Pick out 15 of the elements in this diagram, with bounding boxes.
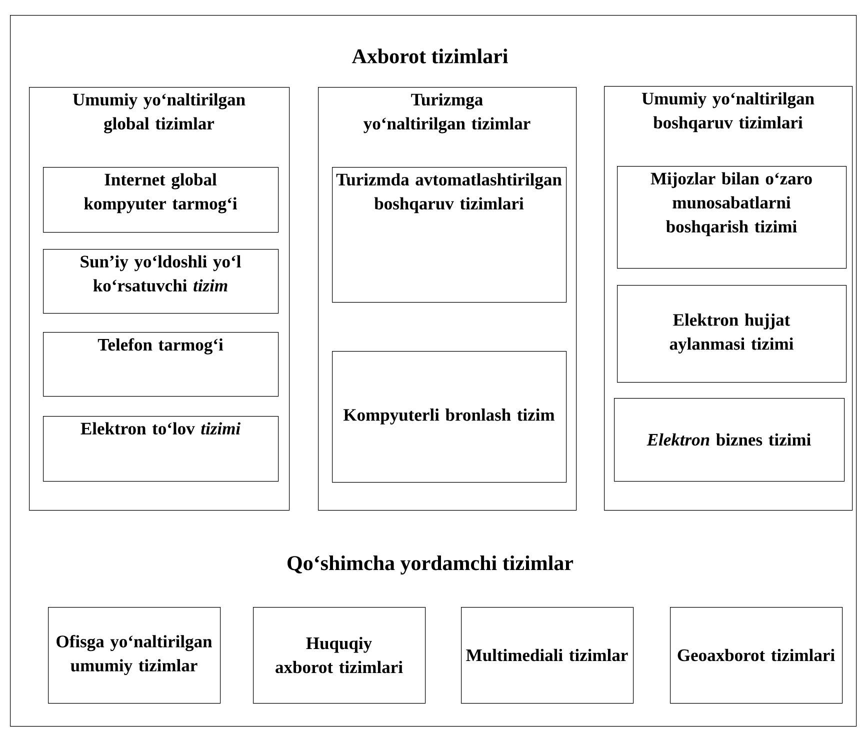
system-box: Turizmda avtomatlashtirilgan boshqaruv tizimlari [332, 167, 567, 303]
system-box: Sun’iy yo‘ldoshli yo‘l ko‘rsatuvchi tizim [43, 249, 279, 314]
system-box: Multimediali tizimlar [461, 607, 634, 704]
system-box: Mijozlar bilan o‘zaro munosabatlarni boshqarish tizimi [617, 166, 847, 269]
system-box: Telefon tarmog‘i [43, 332, 279, 397]
system-box: Elektron biznes tizimi [614, 398, 845, 482]
system-box: Ofisga yo‘naltirilgan umumiy tizimlar [48, 607, 221, 704]
system-box: Kompyuterli bronlash tizim [332, 351, 567, 483]
section-heading: Axborot tizimlari [352, 48, 508, 64]
system-box: Elektron hujjat aylanmasi tizimi [617, 285, 847, 383]
section-heading: Qo‘shimcha yordamchi tizimlar [288, 555, 574, 575]
system-box: Geoaxborot tizimlari [670, 607, 843, 704]
system-box: Huquqiy axborot tizimlari [253, 607, 426, 704]
system-box: Elektron to‘lov tizimi [43, 416, 279, 482]
system-box: Internet global kompyuter tarmog‘i [43, 167, 279, 233]
